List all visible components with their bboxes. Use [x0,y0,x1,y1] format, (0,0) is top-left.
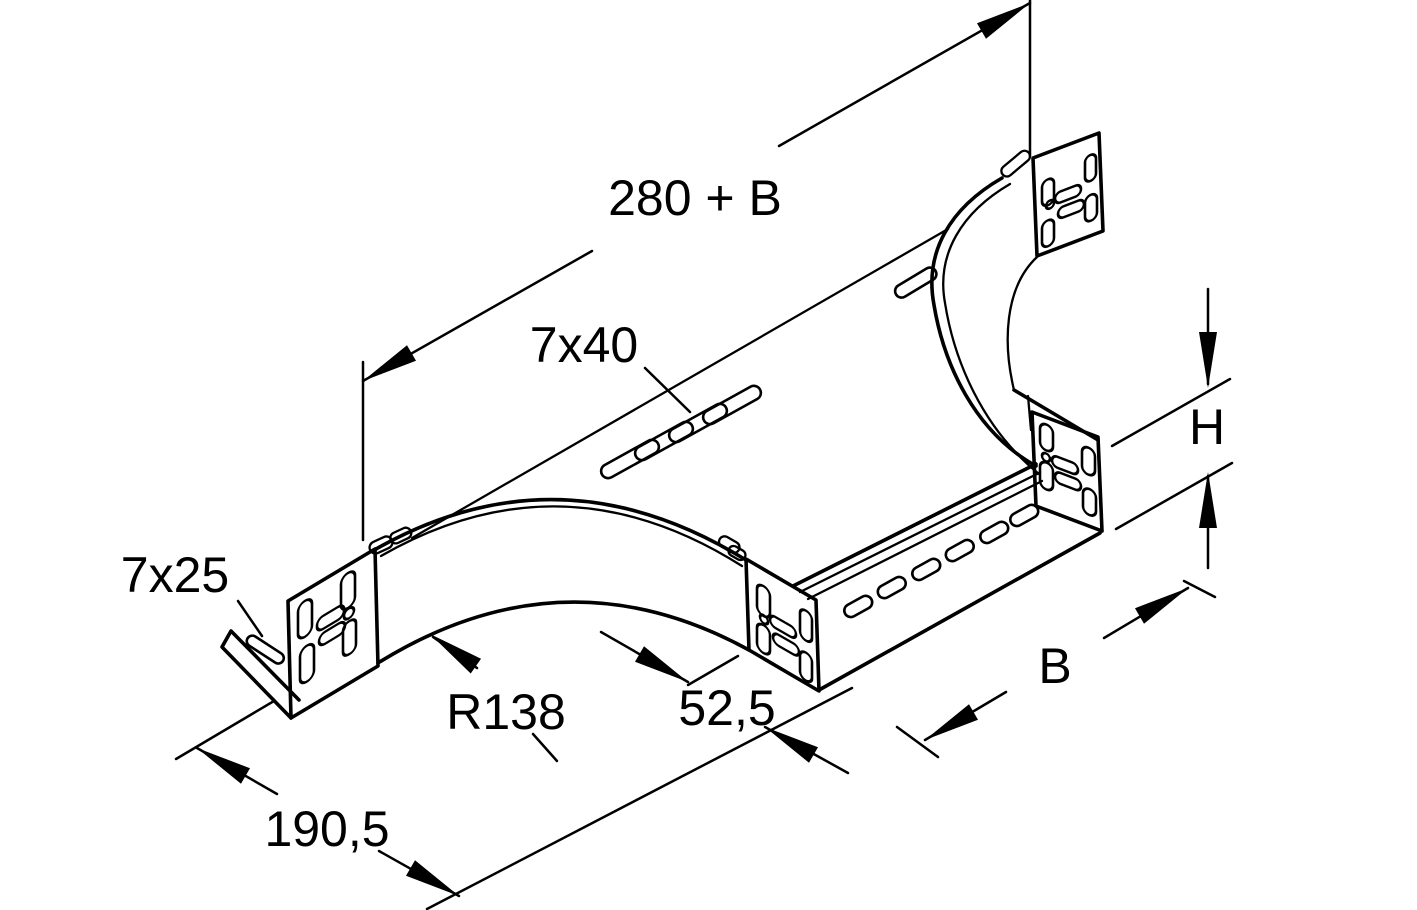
label-flange-slot: 7x25 [121,547,229,603]
perforation-slot [1040,177,1056,208]
arrowhead [363,345,416,381]
extension-line [895,725,940,759]
extension-line [1114,461,1234,531]
perforation-slot [755,622,772,656]
extension-line [1110,377,1232,448]
curved-wall-top-arc-inner [379,505,744,568]
left-end-plate-perforations [296,570,358,685]
branch-rolled-edge-cap [1000,149,1032,178]
dimension-label-left-length: 190,5 [264,801,389,857]
rolled-edge-cap-left-2 [389,526,413,545]
right-end-plate [1030,410,1104,533]
floor-back-edge [410,227,950,540]
floor-slot-7x40 [599,438,661,480]
dimension-label-width: B [1038,638,1071,694]
dimension-overall-length: 280 + B [361,0,1032,542]
branch-curve-outer [930,176,1038,468]
arrowhead [977,3,1030,39]
dimension-height: H [1110,287,1234,570]
rail-rolled-edge-3 [806,479,1044,601]
leader-line [643,366,692,414]
floor-slot-7x40 [701,384,763,426]
extension-line [174,699,276,761]
perforation-slot [768,614,798,640]
middle-end-plate-perforations [755,583,814,684]
branch-curve-wall-edge [1006,255,1039,392]
label-floor-slot: 7x40 [530,317,638,373]
side-rail-hole [979,520,1010,545]
dimension-branch-offset: 52,5 [599,630,850,775]
leader-line [236,599,264,638]
branch-curve-inner [942,182,1041,476]
leader-line [531,732,559,763]
left-end-plate [286,547,380,720]
perforation-hole [342,605,356,621]
dimension-width: B [895,579,1217,759]
perforation-slot [296,598,314,640]
side-rail-hole [944,538,975,563]
curved-wall-top-arc [374,497,748,562]
perforation-slot [1080,445,1097,477]
arrowhead [925,704,978,740]
dimension-label-radius: R138 [446,684,566,740]
rolled-edge-cap-right-1 [717,535,741,554]
callout-floor-slot: 7x40 [530,317,692,414]
left-bottom-flange [220,629,301,720]
perforation-slot [1040,218,1056,249]
perforation-slot [1081,487,1098,517]
branch-end-plate [1031,131,1105,258]
floor-slot-7x40 [633,420,695,462]
side-rail-hole [843,594,874,619]
perforation-slot [1053,183,1083,205]
perforation-hole [758,613,770,626]
dimension-label-height: H [1189,399,1225,455]
arrowhead [1135,588,1188,624]
dimension-label-overall-length: 280 + B [608,170,782,226]
arrowhead [765,727,818,763]
side-rail-hole [911,557,942,582]
perforation-slot [341,618,358,657]
tray-front-bottom-edge [817,531,1102,692]
arrowhead [635,646,688,682]
perforation-slot [1050,455,1080,476]
side-rail-holes [843,503,1040,619]
perforation-slot [798,650,814,684]
perforation-slot [1038,422,1055,453]
dimension-radius: R138 [430,634,566,763]
rolled-edge-cap-right-2 [727,544,747,562]
perforation-hole [1040,451,1052,464]
rail-rolled-edge-2 [798,471,1041,594]
extension-line [686,654,740,687]
arrowhead [406,860,459,896]
dimension-left-length: 190,5 [174,686,854,910]
perforation-hole [1044,198,1056,211]
perforation-slot [298,642,316,685]
perforation-slot [798,608,814,644]
rail-rolled-edge-1 [791,462,1038,588]
perforation-slot [771,632,801,657]
right-end-corner-line [1026,394,1033,432]
perforation-slot [1083,192,1099,223]
extension-line [425,686,854,910]
side-rail-hole [876,575,907,600]
back-rail-end-tab [893,266,938,299]
callout-flange-slot: 7x25 [121,547,264,638]
floor-slots [599,384,763,480]
flange-slot-7x25 [245,634,286,665]
perforation-slot [1038,460,1055,492]
arrowhead [197,748,250,784]
extension-line [1182,579,1217,599]
dimension-label-branch-offset: 52,5 [678,680,775,736]
arrowhead [1199,332,1217,388]
arrowhead [430,634,482,674]
floor-slot-7x40 [667,402,729,444]
arrowhead [1199,472,1217,528]
perforation-slot [1083,153,1098,183]
right-end-plate-perforations [1038,422,1098,517]
curved-wall-bottom-arc [376,600,751,665]
branch-end-plate-perforations [1040,153,1099,249]
perforation-slot [1053,471,1083,492]
